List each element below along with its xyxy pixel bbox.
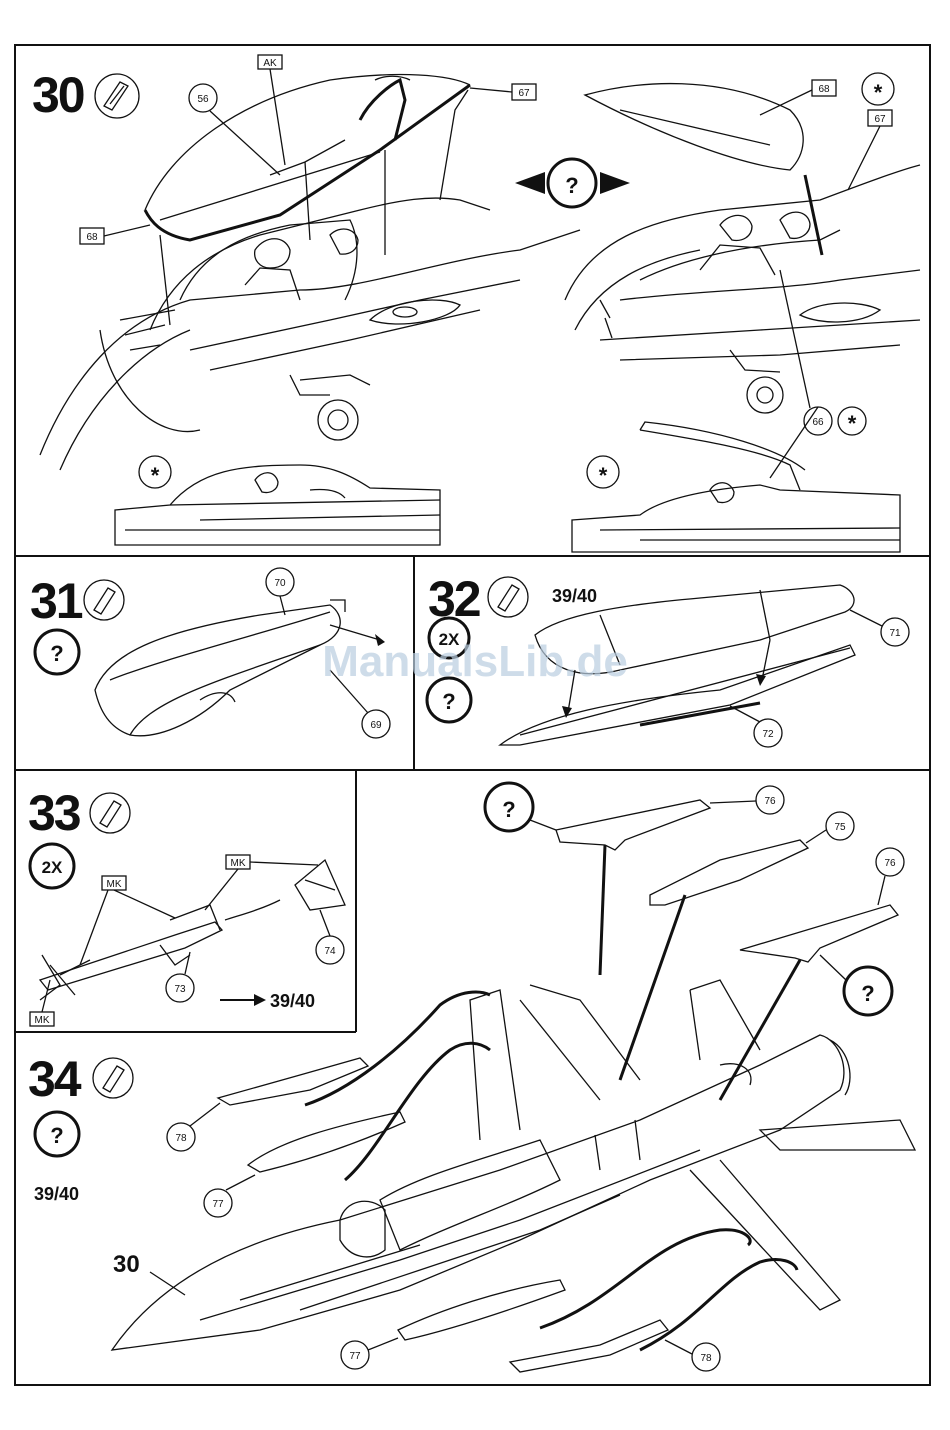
part-number-label: AK xyxy=(263,58,277,69)
step-number: 31 xyxy=(30,573,83,629)
part-number-label: 68 xyxy=(818,84,830,95)
part-number-label: ? xyxy=(861,981,874,1006)
step-34: 34 ? 39/40 30 xyxy=(28,783,915,1372)
step-number: 33 xyxy=(28,785,80,841)
part-number-label: 73 xyxy=(174,984,186,995)
part-number-label: MK xyxy=(107,879,122,890)
callout-75-top: 75 xyxy=(806,812,854,843)
part-number-label: 2X xyxy=(42,858,63,877)
part-number-label: ? xyxy=(565,173,578,198)
reference-step: 39/40 xyxy=(34,1184,79,1204)
asterisk-icon-top: * xyxy=(862,73,894,105)
question-icon-swap: ? xyxy=(515,159,630,207)
callout-67-box-right: 67 xyxy=(848,110,892,190)
part-number-label: 69 xyxy=(370,720,382,731)
part-number-label: 67 xyxy=(518,88,530,99)
pylon-78-bottom xyxy=(510,1260,797,1372)
part-number-label: 39/40 xyxy=(270,991,315,1011)
callout-68-box-right: 68 xyxy=(760,80,836,115)
callout-68-box-left: 68 xyxy=(80,225,150,244)
part-number-label: 72 xyxy=(762,729,774,740)
panel-borders xyxy=(15,45,930,1385)
part-number-label: * xyxy=(599,463,608,488)
asterisk-icon-right-profile: * xyxy=(587,456,619,488)
step-number: 34 xyxy=(28,1051,82,1107)
part-number-label: MK xyxy=(35,1015,50,1026)
callout-72: 72 xyxy=(730,706,782,747)
asterisk-icon-left-profile: * xyxy=(139,456,171,488)
glue-icon xyxy=(90,793,130,833)
part-number-label: MK xyxy=(231,858,246,869)
part-number-label: ? xyxy=(442,689,455,714)
glue-icon xyxy=(84,580,124,620)
part-number-label: 75 xyxy=(834,822,846,833)
part-number-label: 78 xyxy=(700,1353,712,1364)
callout-70: 70 xyxy=(266,568,294,615)
asterisk-icon-66: * xyxy=(838,407,866,436)
part-number-label: 71 xyxy=(889,628,901,639)
callout-56: 56 xyxy=(189,84,280,175)
cockpit-drawing-right xyxy=(565,84,920,413)
part-number-label: 67 xyxy=(874,114,886,125)
callout-78-bottom: 78 xyxy=(665,1340,720,1371)
pylon-76-top xyxy=(556,800,710,975)
question-icon-pylon-top: ? xyxy=(485,783,556,831)
watermark: ManualsLib.de xyxy=(322,637,628,686)
part-number-label: 74 xyxy=(324,946,336,957)
part-number-label: * xyxy=(151,463,160,488)
callout-77-bottom: 77 xyxy=(341,1338,398,1369)
part-number-label: 77 xyxy=(349,1351,361,1362)
aircraft-underside-drawing xyxy=(112,980,915,1350)
arrow-to-step-39-40: 39/40 xyxy=(220,991,315,1011)
question-icon: ? xyxy=(35,1112,79,1156)
part-number-label: ? xyxy=(50,641,63,666)
part-number-label: 68 xyxy=(86,232,98,243)
callout-77-left: 77 xyxy=(204,1175,255,1217)
part-number-label: 76 xyxy=(884,858,896,869)
part-number-label: * xyxy=(874,80,883,105)
callout-71: 71 xyxy=(850,610,909,646)
question-icon: ? xyxy=(35,630,79,674)
part-number-label: 76 xyxy=(764,796,776,807)
part-number-label: 56 xyxy=(197,94,209,105)
callout-76-top: 76 xyxy=(710,786,784,814)
reference-step: 39/40 xyxy=(552,586,597,606)
cockpit-drawing-left xyxy=(40,75,580,470)
callout-76-right: 76 xyxy=(876,848,904,905)
part-number-label: 77 xyxy=(212,1199,224,1210)
callout-67-box-left: 67 xyxy=(470,84,536,100)
step-number: 30 xyxy=(32,67,84,123)
glue-icon xyxy=(95,74,139,118)
side-profile-open-canopy xyxy=(572,422,900,552)
callout-74: 74 xyxy=(316,910,344,964)
pylon-77-left xyxy=(248,1043,490,1180)
question-icon-pylon-right: ? xyxy=(820,955,892,1015)
mk-box-bottom: MK xyxy=(30,980,54,1026)
missile-drawing xyxy=(40,860,345,1000)
multiplier-badge: 2X xyxy=(30,844,74,888)
mk-box-top: MK xyxy=(205,855,318,910)
part-number-label: * xyxy=(848,411,857,436)
glue-icon xyxy=(93,1058,133,1098)
part-number-label: ? xyxy=(50,1123,63,1148)
pylon-75-top xyxy=(620,840,808,1080)
callout-66-right: 66 xyxy=(770,270,832,478)
part-number-label: ? xyxy=(502,797,515,822)
fuselage-label: 30 xyxy=(113,1251,140,1278)
callout-78-left: 78 xyxy=(167,1103,220,1151)
pylon-77-bottom xyxy=(398,1230,750,1340)
step-30: 30 xyxy=(32,55,920,552)
callout-ak-box: AK xyxy=(258,55,285,165)
mk-box-mid: MK xyxy=(80,876,175,965)
part-number-label: 66 xyxy=(812,417,824,428)
glue-icon xyxy=(488,577,528,617)
pylon-78-left xyxy=(218,992,490,1105)
step-33: 33 2X MK MK xyxy=(28,785,345,1026)
part-number-label: 78 xyxy=(175,1133,187,1144)
part-number-label: 70 xyxy=(274,578,286,589)
